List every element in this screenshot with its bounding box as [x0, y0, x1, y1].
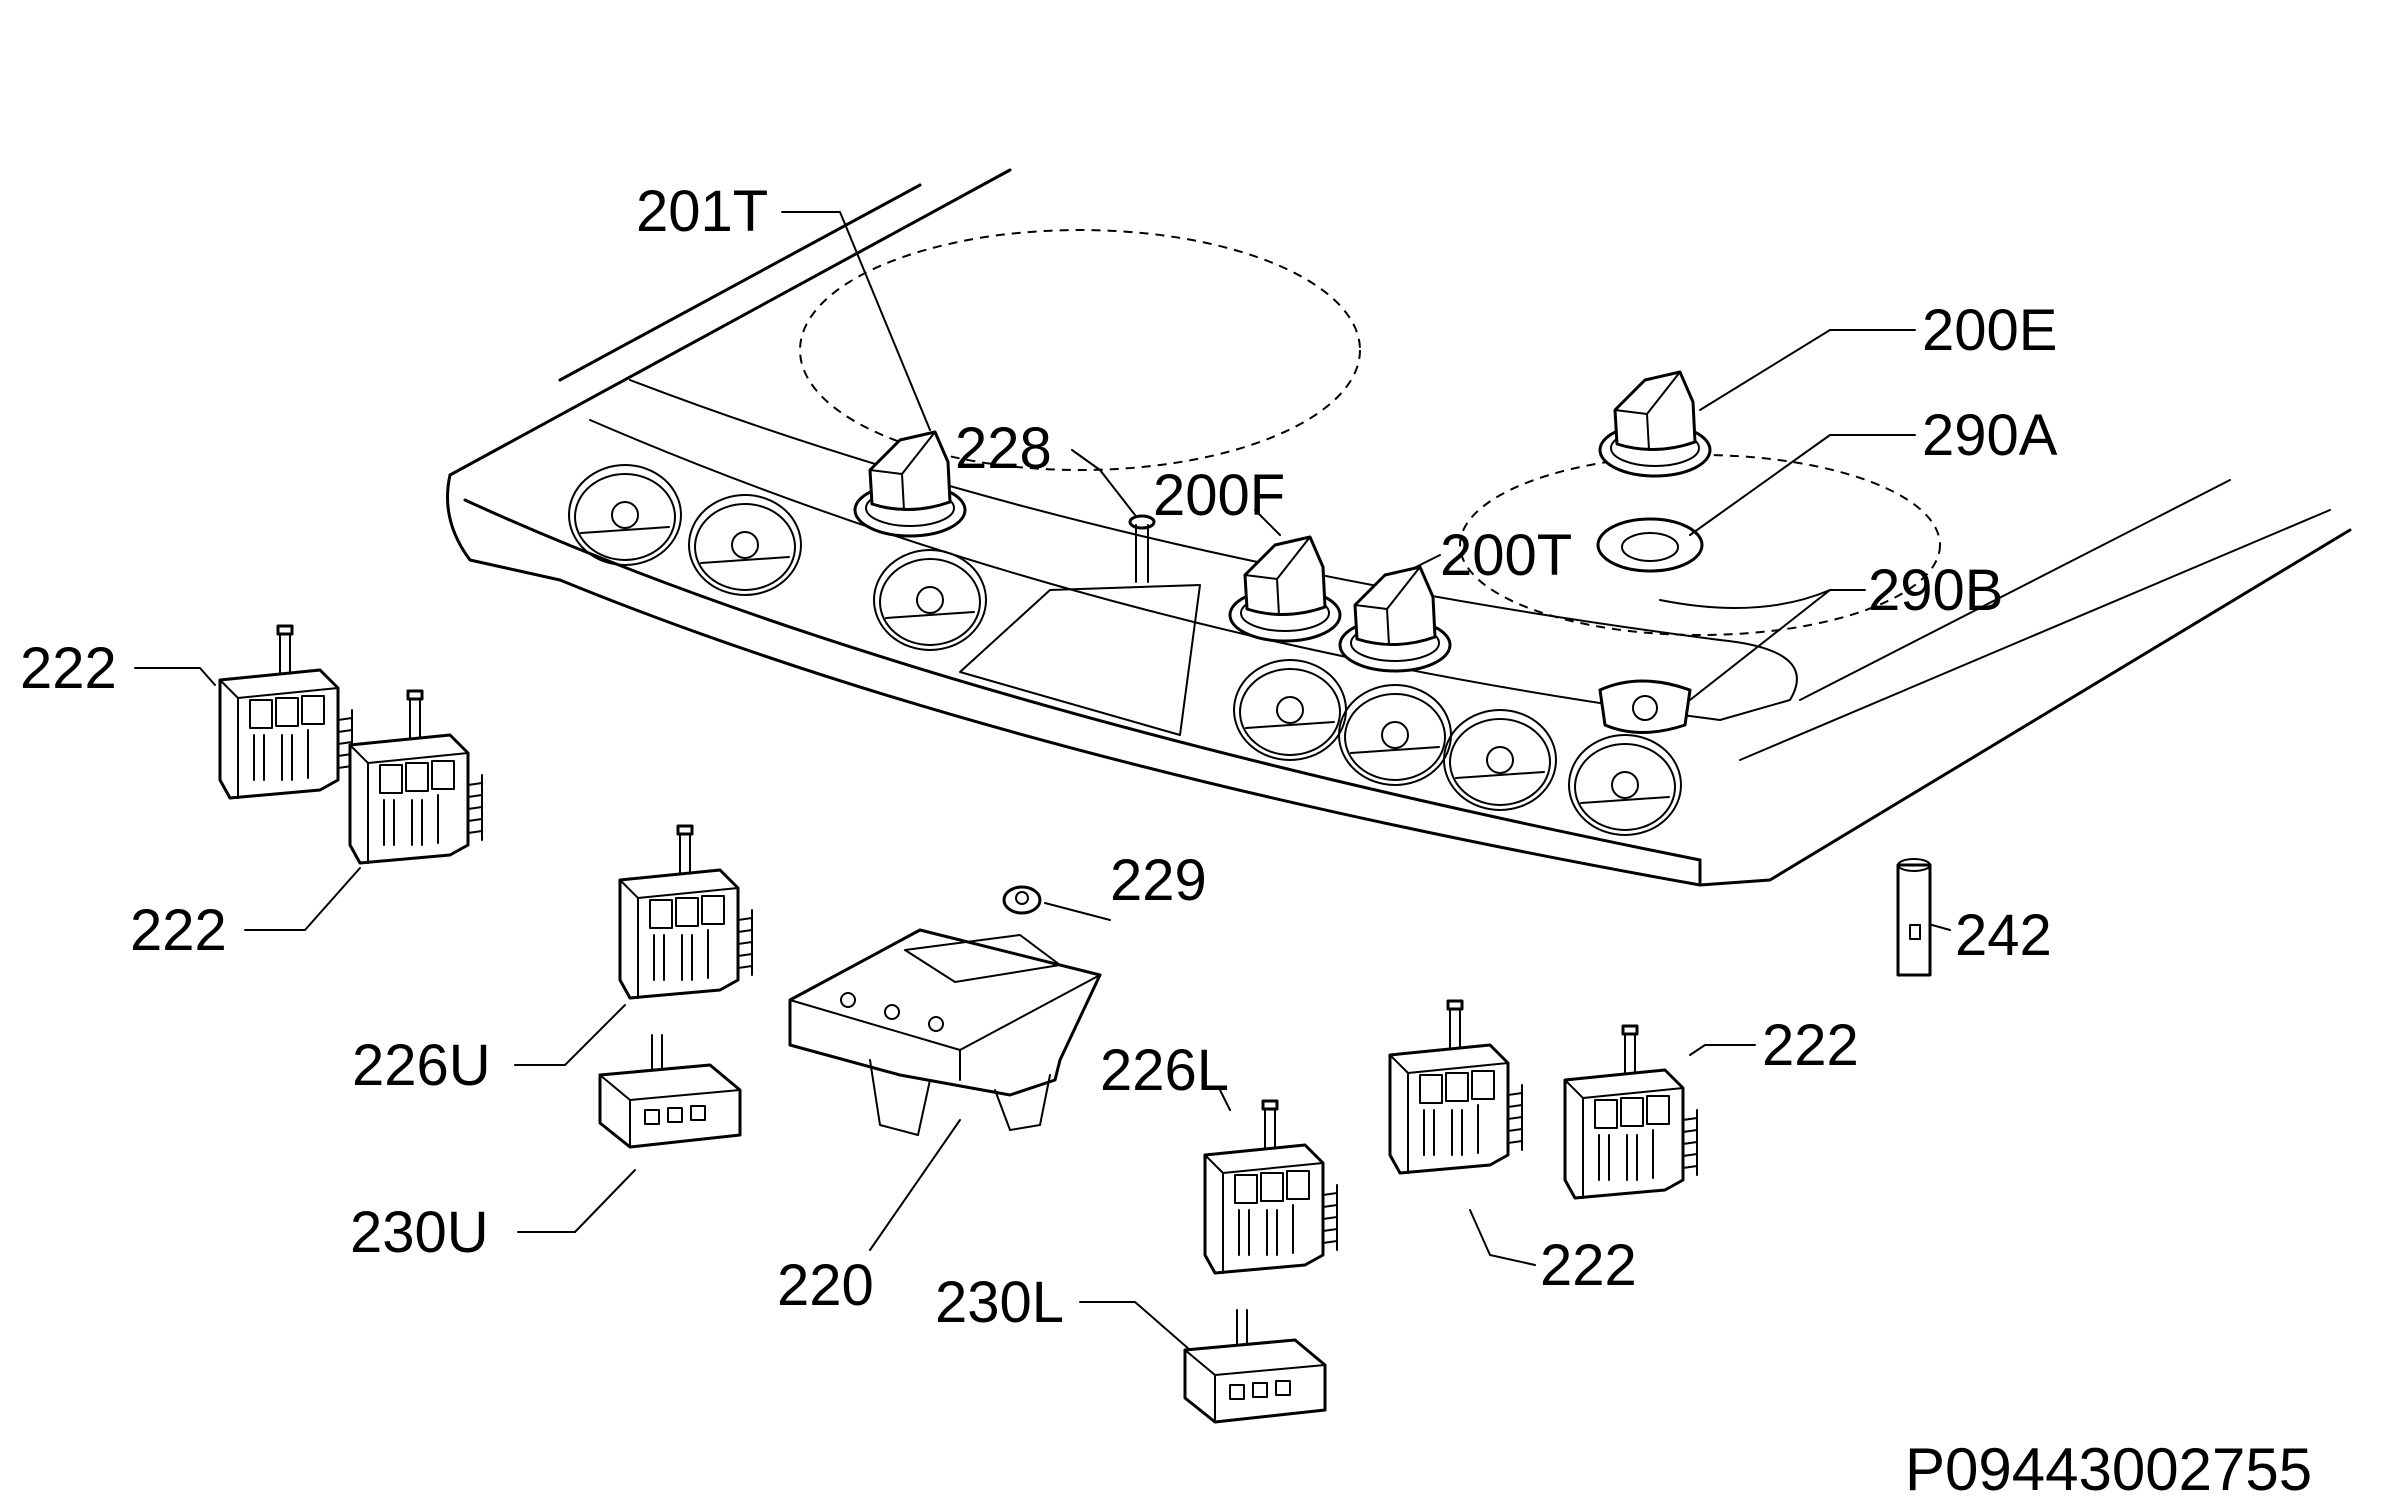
part-label-222-left: 222 — [130, 898, 227, 963]
regulator-230U — [598, 1033, 742, 1149]
knob-200E — [1598, 370, 1712, 478]
part-label-200T: 200T — [1440, 523, 1572, 588]
ring-290A — [1596, 517, 1704, 573]
part-label-222-top-left: 222 — [20, 636, 117, 701]
part-label-230U: 230U — [350, 1200, 489, 1265]
regulator-230L — [1183, 1308, 1327, 1424]
switch-222-left — [348, 689, 484, 865]
display-window — [959, 584, 1201, 736]
knob-200F — [1228, 535, 1342, 643]
electronic-module-220 — [788, 928, 1102, 1136]
part-label-220: 220 — [777, 1253, 874, 1318]
part-label-222-bottom: 222 — [1540, 1233, 1637, 1298]
part-label-242: 242 — [1955, 903, 2052, 968]
nut-229 — [1002, 885, 1042, 915]
cooking-zone-rear-left — [799, 229, 1361, 471]
part-label-226L: 226L — [1100, 1038, 1229, 1103]
leader-lines — [134, 211, 1951, 1351]
switch-222-right — [1563, 1024, 1699, 1200]
tube-242 — [1896, 858, 1932, 977]
part-label-230L: 230L — [935, 1270, 1064, 1335]
part-label-229: 229 — [1110, 848, 1207, 913]
knob-201T — [853, 430, 967, 538]
part-label-200E: 200E — [1922, 298, 2057, 363]
part-label-200F: 200F — [1153, 463, 1285, 528]
part-label-290B: 290B — [1868, 558, 2003, 623]
part-label-201T: 201T — [636, 179, 768, 244]
switch-226L — [1203, 1099, 1339, 1275]
drawing-code: P09443002755 — [1905, 1436, 2312, 1503]
part-label-228: 228 — [955, 416, 1052, 481]
screw-228 — [1128, 514, 1156, 583]
part-label-290A: 290A — [1922, 403, 2058, 468]
part-label-226U: 226U — [352, 1033, 491, 1098]
switch-226U — [618, 824, 754, 1000]
hob-panel — [446, 168, 2352, 887]
switch-222-top-left — [218, 624, 354, 800]
switch-222-mid — [1388, 999, 1524, 1175]
cap-290B — [1598, 679, 1692, 734]
dial-recesses — [568, 464, 1682, 836]
part-label-222-right: 222 — [1762, 1013, 1859, 1078]
